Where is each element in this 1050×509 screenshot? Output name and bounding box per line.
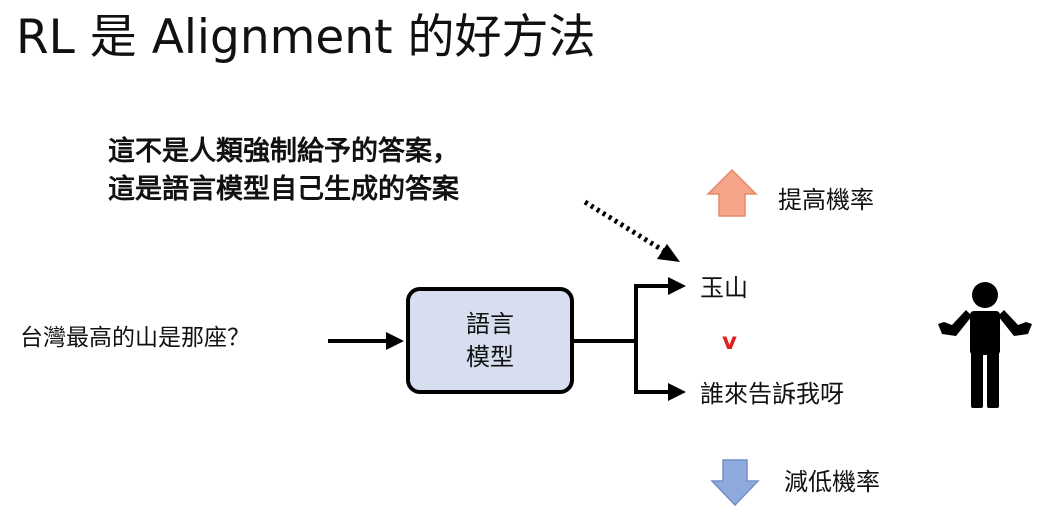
dotted-pointer-arrowhead: [657, 244, 680, 262]
note-line-1: 這不是人類強制給予的答案，: [108, 136, 459, 167]
decrease-probability-label: 減低機率: [784, 468, 880, 496]
output-branch-good-arrowhead: [668, 277, 686, 295]
model-label-line-2: 模型: [466, 342, 514, 371]
input-arrowhead: [386, 332, 404, 350]
answer-good: 玉山: [700, 274, 748, 302]
shrugging-person-icon: [938, 282, 1032, 408]
comparison-marker: v: [722, 329, 737, 355]
output-branch-bad-arrowhead: [668, 383, 686, 401]
note-line-2: 這是語言模型自己生成的答案: [108, 174, 459, 205]
arrow-up-icon: [706, 168, 758, 217]
increase-probability-label: 提高機率: [778, 186, 874, 214]
answer-bad: 誰來告訴我呀: [700, 380, 844, 408]
language-model-box: 語言 模型: [406, 287, 574, 394]
question-text: 台灣最高的山是那座？: [20, 325, 250, 351]
slide-title: RL 是 Alignment 的好方法: [16, 10, 596, 65]
arrow-down-icon: [710, 459, 760, 507]
dotted-pointer-arrow: [583, 199, 666, 254]
model-label-line-1: 語言: [466, 309, 514, 338]
